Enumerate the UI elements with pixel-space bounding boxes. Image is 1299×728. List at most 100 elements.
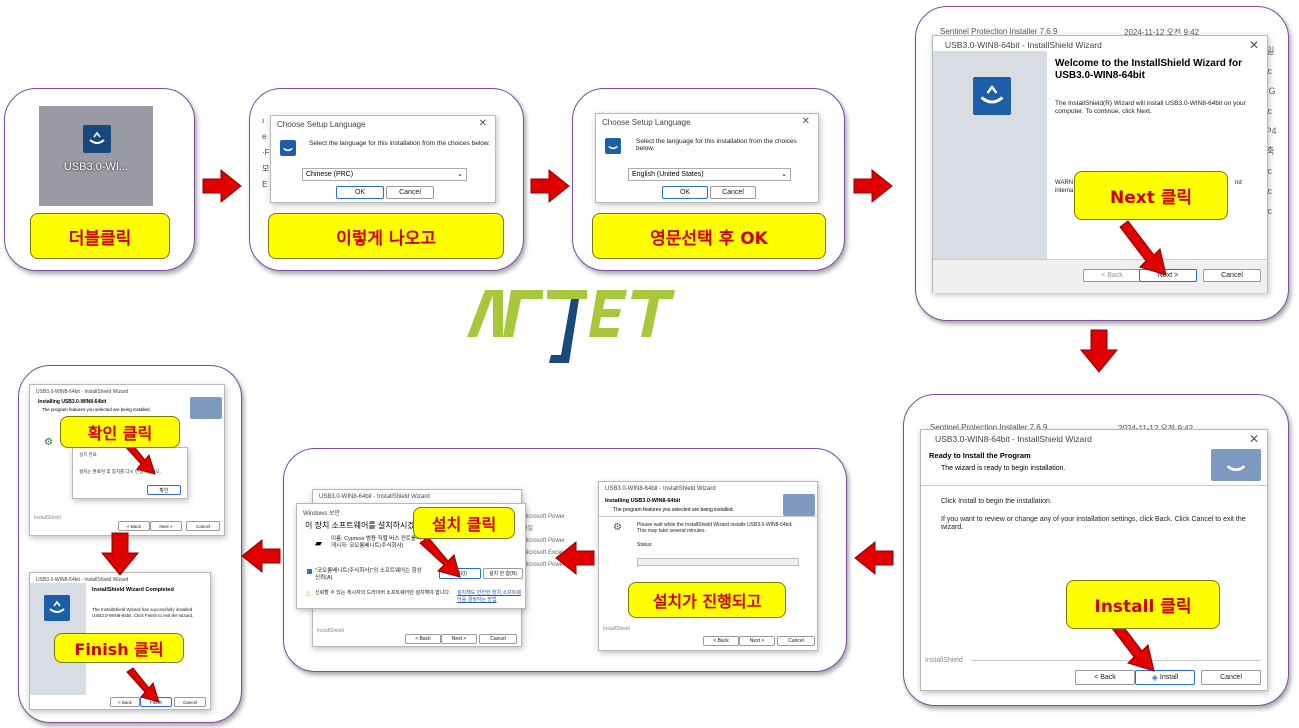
file-type: Microsoft Power	[522, 538, 566, 544]
edge-char: ·F	[262, 148, 270, 157]
next-button[interactable]: Next >	[150, 521, 182, 531]
shield-icon: ◈	[1151, 673, 1158, 682]
dialog-footer-brand: InstallShield	[317, 628, 344, 634]
security-warning: 신뢰할 수 있는 게시자의 드라이버 소프트웨어만 설치해야 합니다.	[315, 590, 451, 596]
arrow-3-4	[853, 169, 893, 203]
back-button[interactable]: < Back	[110, 697, 140, 707]
pointer-arrow	[419, 536, 461, 578]
cancel-button[interactable]: Cancel	[479, 634, 517, 644]
dialog-subheading: The program features you selected are be…	[613, 507, 734, 513]
arrow-1-2	[202, 169, 242, 203]
cancel-button[interactable]: Cancel	[1203, 269, 1261, 282]
footer-divider	[971, 660, 1261, 661]
language-dialog: Choose Setup Language ✕ Select the langu…	[270, 115, 496, 203]
ok-button[interactable]: OK	[662, 186, 708, 199]
cancel-button[interactable]: Cancel	[710, 186, 756, 199]
device-name: 이름: Cypress 범용 직렬 버스 컨트롤러	[331, 536, 422, 542]
language-select-value: Chinese (PRC)	[306, 171, 354, 178]
dialog-footer-brand: InstallShield	[603, 626, 630, 632]
next-button[interactable]: Next >	[1139, 269, 1197, 282]
welcome-dialog: USB3.0-WIN8-64bit - InstallShield Wizard…	[932, 35, 1268, 293]
warning-text-end: nd	[1235, 180, 1242, 186]
setup-icon: ⚙	[44, 437, 53, 448]
dialog-title: Choose Setup Language	[277, 120, 366, 129]
next-button[interactable]: Next >	[441, 634, 477, 644]
cancel-button[interactable]: Cancel	[386, 186, 434, 199]
next-button[interactable]: Next >	[739, 636, 775, 646]
desktop-tile	[39, 106, 153, 206]
installshield-icon	[783, 494, 815, 516]
arrow-6-7	[555, 541, 595, 575]
arrow-8-9	[101, 532, 139, 576]
close-icon[interactable]: ✕	[478, 118, 487, 129]
back-button[interactable]: < Back	[118, 521, 150, 531]
back-button[interactable]: < Back	[405, 634, 441, 644]
dialog-body: Please wait while the InstallShield Wiza…	[637, 522, 793, 534]
install-button[interactable]: ◈ Install	[1135, 670, 1195, 685]
step8-9-panel: USB3.0-WIN8-64bit - InstallShield Wizard…	[18, 365, 242, 723]
always-trust-checkbox[interactable]	[307, 569, 312, 574]
dialog-message: Select the language for this installatio…	[636, 138, 797, 152]
step6-7-panel: USB3.0-WIN8-64bit - InstallShield Wizard…	[283, 448, 847, 672]
step4-panel: Sentinel Protection Installer 7.6.9 2024…	[915, 6, 1289, 321]
installshield-icon	[190, 397, 222, 419]
install-button[interactable]: 설치(I)	[439, 568, 481, 579]
dialog-footer-brand: InstallShield	[925, 657, 963, 664]
close-icon[interactable]: ✕	[1248, 38, 1259, 52]
installshield-icon	[1211, 449, 1261, 481]
language-select[interactable]: Chinese (PRC) ⌄	[302, 168, 467, 181]
installshield-icon	[44, 595, 70, 621]
arrow-2-3	[530, 169, 570, 203]
dialog-title: USB3.0-WIN8-64bit - InstallShield Wizard	[36, 577, 129, 583]
setup-icon: ⚙	[613, 522, 622, 533]
back-button[interactable]: < Back	[1083, 269, 1141, 282]
installshield-icon	[973, 77, 1011, 115]
close-icon[interactable]: ✕	[1248, 432, 1259, 446]
file-type: Microsoft Excel	[522, 550, 563, 556]
dialog-header: Installing USB3.0-WIN8-64bit The program…	[599, 494, 817, 517]
status-label: Status:	[637, 542, 653, 548]
back-button[interactable]: < Back	[1075, 670, 1135, 685]
artjet-logo-graphic	[467, 290, 675, 363]
cancel-button[interactable]: Cancel	[186, 521, 220, 531]
step5-label: Install 클릭	[1066, 580, 1220, 629]
language-select[interactable]: English (United States) ⌄	[628, 168, 791, 181]
dialog-heading: Installing USB3.0-WIN8-64bit	[38, 399, 107, 405]
popup-title: 설치 완료	[79, 452, 97, 457]
dialog-title: USB3.0-WIN8-64bit - InstallShield Wizard	[605, 486, 716, 492]
security-link[interactable]: 설치해도 안전한 장치 소프트웨어를 결정하는 방법	[457, 590, 521, 603]
bg-window-title: Sentinel Protection Installer 7.6.9	[940, 27, 1058, 36]
dont-install-button[interactable]: 설치 안 함(N)	[483, 568, 523, 579]
edge-chars: ı e ·F 모 E	[262, 113, 270, 193]
progress-bar	[637, 558, 799, 566]
installshield-icon[interactable]	[83, 125, 111, 153]
dialog-heading: InstallShield Wizard Completed	[92, 587, 174, 593]
ok-button[interactable]: OK	[336, 186, 384, 199]
dialog-subheading: The wizard is ready to begin installatio…	[941, 465, 1066, 472]
step4-label: Next 클릭	[1074, 171, 1228, 220]
installshield-icon	[605, 138, 621, 154]
chevron-down-icon: ⌄	[781, 171, 787, 178]
step8-label: 확인 클릭	[60, 416, 180, 448]
confirm-button[interactable]: 확인	[147, 485, 181, 495]
language-select-value: English (United States)	[632, 171, 704, 178]
installing-dialog: USB3.0-WIN8-64bit - InstallShield Wizard…	[29, 384, 225, 536]
file-name[interactable]: USB3.0-WI...	[63, 161, 129, 173]
dialog-title: USB3.0-WIN8-64bit - InstallShield Wizard	[36, 389, 129, 395]
dialog-title: Windows 보안	[303, 511, 341, 517]
cancel-button[interactable]: Cancel	[1201, 670, 1261, 685]
dialog-message: Select the language for this installatio…	[309, 140, 491, 147]
cancel-button[interactable]: Cancel	[777, 636, 815, 646]
dialog-title: USB3.0-WIN8-64bit - InstallShield Wizard	[935, 434, 1092, 444]
step9-label: Finish 클릭	[54, 633, 184, 663]
warning-text-2: interna	[1055, 188, 1074, 194]
device-publisher: 게시자: 코오롱베니트(주식회사)	[331, 543, 404, 549]
cancel-button[interactable]: Cancel	[174, 697, 206, 707]
close-icon[interactable]: ✕	[801, 116, 810, 127]
dialog-footer-brand: InstallShield	[34, 515, 61, 521]
dialog-title: USB3.0-WIN8-64bit - InstallShield Wizard	[319, 494, 430, 500]
edge-char: e	[262, 132, 267, 141]
ready-dialog: USB3.0-WIN8-64bit - InstallShield Wizard…	[920, 429, 1268, 691]
warning-text: WARN	[1055, 180, 1074, 186]
back-button[interactable]: < Back	[703, 636, 739, 646]
